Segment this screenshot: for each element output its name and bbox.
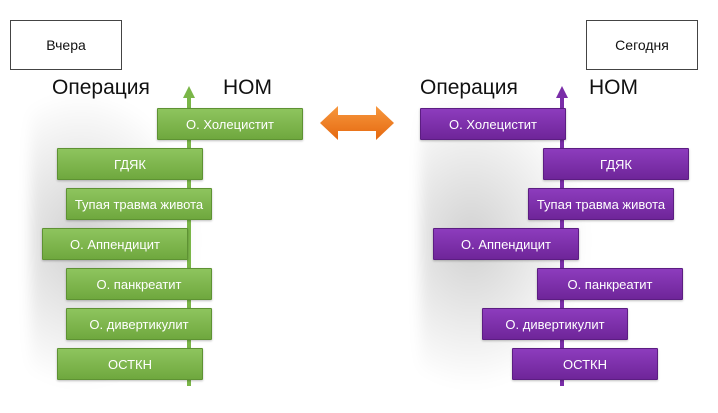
- bar-label: О. панкреатит: [567, 276, 653, 292]
- left-bar-ostkn: ОСТКН: [57, 348, 203, 380]
- right-bar-ostkn: ОСТКН: [512, 348, 658, 380]
- bar-label: Тупая травма живота: [536, 196, 666, 212]
- right-bar-blunt-trauma: Тупая травма живота: [528, 188, 674, 220]
- left-operation-heading: Операция: [52, 76, 150, 99]
- left-nom-heading: НОМ: [223, 76, 272, 99]
- bar-label: ГДЯК: [114, 156, 146, 172]
- bar-label: О. дивертикулит: [89, 316, 189, 332]
- right-bar-diverticulitis: О. дивертикулит: [482, 308, 628, 340]
- bar-label: О. Аппендицит: [460, 236, 551, 252]
- bar-label: ОСТКН: [108, 356, 152, 372]
- right-nom-heading: НОМ: [589, 76, 638, 99]
- left-bar-appendicitis: О. Аппендицит: [42, 228, 188, 260]
- bar-label: О. Аппендицит: [69, 236, 160, 252]
- left-bar-gdyak: ГДЯК: [57, 148, 203, 180]
- bar-label: О. Холецистит: [449, 116, 537, 132]
- left-axis-line: [187, 96, 191, 386]
- left-axis-arrow-icon: [183, 86, 195, 98]
- bar-label: Тупая травма живота: [74, 196, 204, 212]
- left-bar-blunt-trauma: Тупая травма живота: [66, 188, 212, 220]
- right-operation-heading: Операция: [420, 76, 518, 99]
- today-label-box: Сегодня: [586, 20, 698, 70]
- bar-label: ОСТКН: [563, 356, 607, 372]
- right-bar-appendicitis: О. Аппендицит: [433, 228, 579, 260]
- bar-label: О. Холецистит: [186, 116, 274, 132]
- double-arrow-icon: [320, 106, 394, 140]
- left-bar-cholecystitis: О. Холецистит: [157, 108, 303, 140]
- right-bar-gdyak: ГДЯК: [543, 148, 689, 180]
- left-bar-diverticulitis: О. дивертикулит: [66, 308, 212, 340]
- right-axis-arrow-icon: [556, 86, 568, 98]
- yesterday-label: Вчера: [46, 37, 86, 53]
- left-bar-pancreatitis: О. панкреатит: [66, 268, 212, 300]
- today-label: Сегодня: [615, 37, 669, 53]
- bar-label: О. панкреатит: [96, 276, 182, 292]
- right-bar-cholecystitis: О. Холецистит: [420, 108, 566, 140]
- yesterday-label-box: Вчера: [10, 20, 122, 70]
- right-bar-pancreatitis: О. панкреатит: [537, 268, 683, 300]
- bar-label: О. дивертикулит: [505, 316, 605, 332]
- bar-label: ГДЯК: [600, 156, 632, 172]
